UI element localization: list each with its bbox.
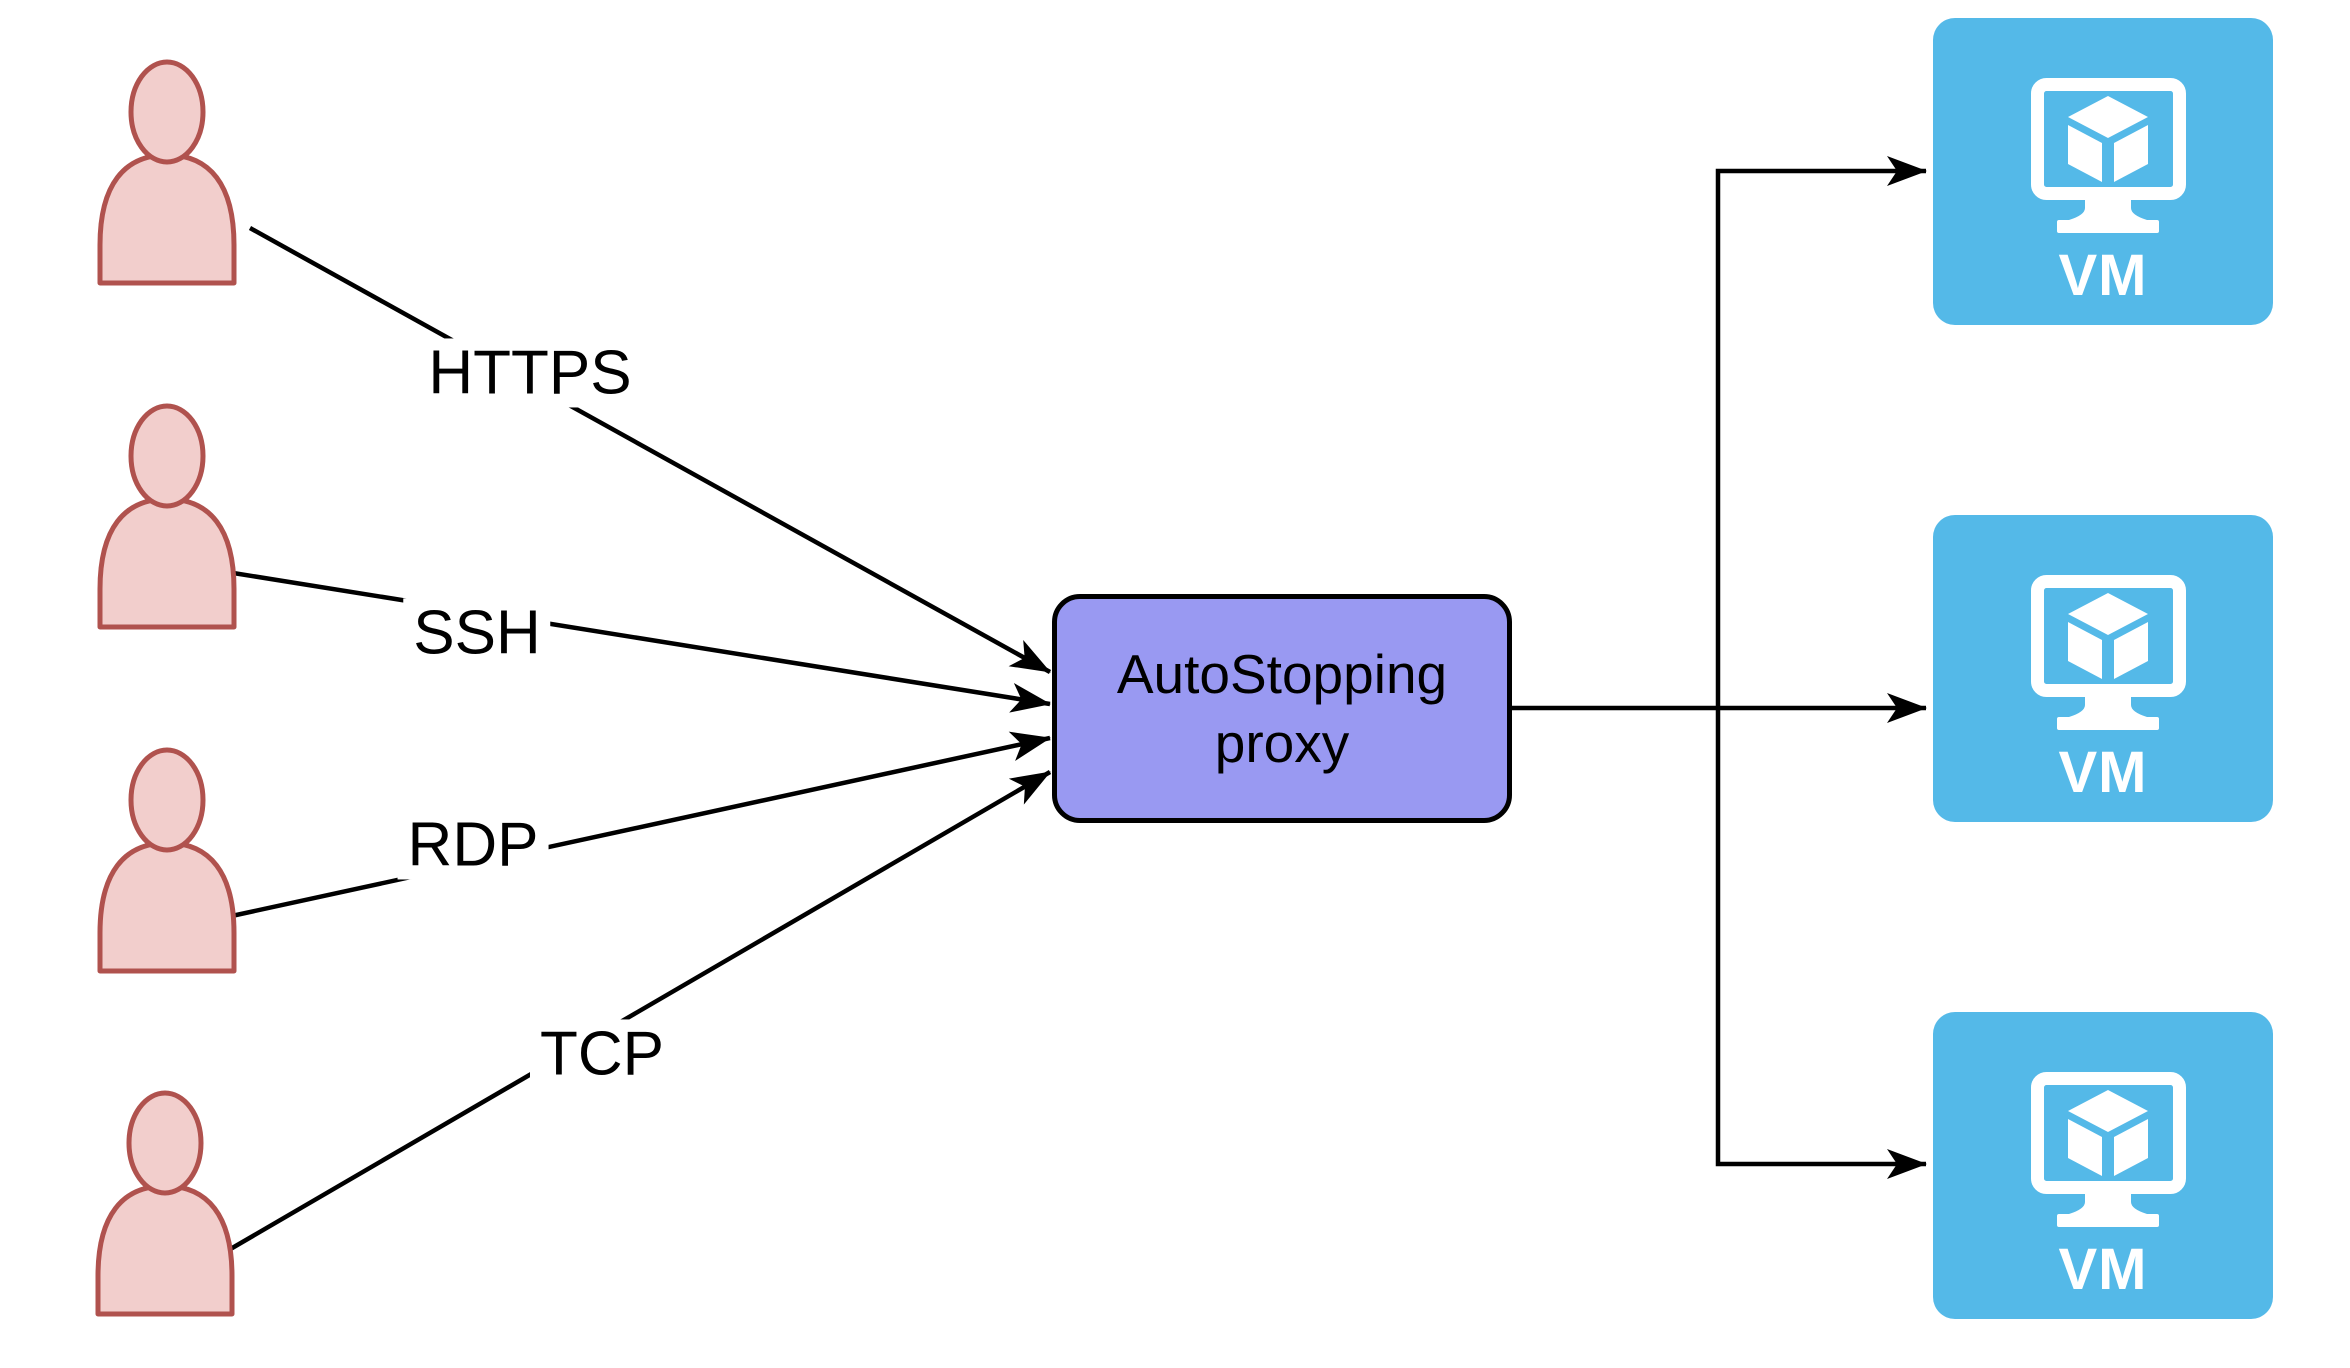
user-icon-1: [92, 55, 242, 288]
vm-node-3: VM: [1933, 1012, 2273, 1319]
monitor-stand: [2069, 198, 2147, 220]
vm-node-1: VM: [1933, 18, 2273, 325]
cube-right-face: [2114, 622, 2148, 679]
monitor-base: [2057, 717, 2159, 730]
connection-label-ssh: SSH: [403, 598, 551, 668]
vm-label: VM: [2058, 740, 2148, 805]
user-icon-3: [92, 743, 242, 976]
cube-left-face: [2068, 125, 2102, 182]
connection-label-tcp: TCP: [530, 1019, 674, 1089]
arrow-proxy-to-vm-bottom: [1715, 708, 1927, 1179]
user-icon-4: [90, 1086, 240, 1319]
vm-monitor-icon: [2031, 78, 2186, 233]
autostopping-proxy-node: AutoStopping proxy: [1052, 594, 1512, 823]
connection-label-rdp: RDP: [397, 810, 549, 880]
person-icon: [95, 1090, 235, 1317]
vm-node-2: VM: [1933, 515, 2273, 822]
monitor-base: [2057, 220, 2159, 233]
cube-left-face: [2068, 1119, 2102, 1176]
monitor-base: [2057, 1214, 2159, 1227]
person-icon: [97, 747, 237, 974]
vm-label: VM: [2058, 1237, 2148, 1302]
monitor-stand: [2069, 1192, 2147, 1214]
cube-top-face: [2068, 96, 2148, 138]
connection-label-https: HTTPS: [418, 338, 642, 408]
monitor-stand: [2069, 695, 2147, 717]
arrow-ssh: [226, 569, 1051, 713]
vm-monitor-icon: [2031, 1072, 2186, 1227]
cube-right-face: [2114, 125, 2148, 182]
vm-label: VM: [2058, 243, 2148, 308]
arrow-proxy-to-vm-top: [1715, 156, 1927, 708]
user-icon-2: [92, 399, 242, 632]
person-icon: [97, 403, 237, 630]
cube-left-face: [2068, 622, 2102, 679]
arrow-https: [248, 226, 1052, 674]
cube-top-face: [2068, 593, 2148, 635]
vm-monitor-icon: [2031, 575, 2186, 730]
cube-right-face: [2114, 1119, 2148, 1176]
person-icon: [97, 59, 237, 286]
arrow-tcp: [213, 770, 1052, 1260]
arrow-rdp: [226, 731, 1051, 920]
proxy-label: AutoStopping proxy: [1116, 642, 1448, 774]
cube-top-face: [2068, 1090, 2148, 1132]
